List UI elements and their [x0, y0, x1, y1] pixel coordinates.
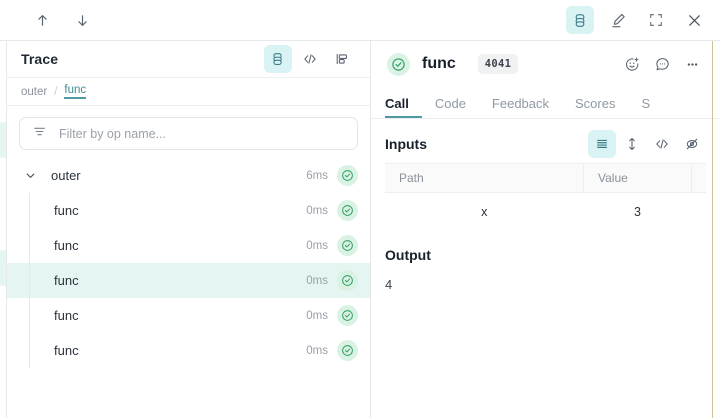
detail-tabs: Call Code Feedback Scores S [371, 87, 720, 119]
table-header-row: Path Value [385, 163, 706, 193]
arrow-down-icon[interactable] [68, 6, 96, 34]
tree-row-label: func [54, 308, 79, 323]
tree-row-label: func [54, 273, 79, 288]
status-success-icon [337, 200, 358, 221]
close-icon[interactable] [680, 6, 708, 34]
tree-row-duration: 0ms [306, 274, 328, 287]
code-icon[interactable] [296, 45, 324, 73]
chevron-down-icon[interactable] [19, 169, 41, 182]
breadcrumb: outer / func [7, 78, 370, 106]
trace-view-switcher [264, 45, 356, 73]
code-icon[interactable] [648, 130, 676, 158]
tree-row-label: outer [51, 168, 81, 183]
list-view-icon[interactable] [588, 130, 616, 158]
call-id-badge: 4041 [477, 54, 519, 74]
status-success-icon [387, 52, 410, 76]
tree-row-outer[interactable]: outer 6ms [7, 158, 370, 193]
inputs-title: Inputs [385, 136, 427, 152]
column-header-spacer [691, 163, 706, 193]
flamegraph-icon[interactable] [328, 45, 356, 73]
main-split: Trace [0, 41, 720, 418]
layers-icon[interactable] [264, 45, 292, 73]
indent-guide [29, 228, 30, 263]
trace-title: Trace [21, 51, 59, 67]
inputs-header: Inputs [385, 119, 706, 163]
breadcrumb-item-outer[interactable]: outer [21, 85, 48, 98]
hide-icon[interactable] [678, 130, 706, 158]
expand-icon[interactable] [642, 6, 670, 34]
layers-icon[interactable] [566, 6, 594, 34]
panel-right-edge [712, 41, 713, 418]
breadcrumb-separator: / [54, 85, 58, 98]
page-title: func [422, 55, 456, 72]
inputs-table: Path Value x 3 [385, 163, 706, 231]
tab-scores[interactable]: Scores [575, 96, 616, 111]
tree-row-duration: 6ms [306, 169, 328, 182]
trace-panel: Trace [7, 41, 371, 418]
cell-path: x [481, 205, 488, 219]
cell-spacer [692, 193, 707, 232]
breadcrumb-item-func[interactable]: func [64, 84, 87, 99]
trace-panel-header: Trace [7, 41, 370, 78]
tree-row-label: func [54, 343, 79, 358]
output-section: Output 4 [371, 231, 720, 292]
tree-row-func[interactable]: func 0ms [7, 193, 370, 228]
comment-icon[interactable] [648, 50, 676, 78]
tree-row-func[interactable]: func 0ms [7, 298, 370, 333]
status-success-icon [337, 340, 358, 361]
indent-guide [29, 298, 30, 333]
status-success-icon [337, 235, 358, 256]
toolbar-nav-group [6, 6, 96, 34]
inputs-section: Inputs [371, 119, 720, 231]
more-options-icon[interactable] [678, 50, 706, 78]
background-panel-sliver [0, 41, 7, 418]
filter-area [7, 106, 370, 158]
tree-row-duration: 0ms [306, 344, 328, 357]
table-row[interactable]: x 3 [385, 193, 706, 232]
tab-code[interactable]: Code [434, 96, 466, 111]
call-detail-panel: func 4041 [371, 41, 720, 418]
tab-feedback[interactable]: Feedback [491, 96, 550, 111]
inputs-view-switcher [588, 130, 706, 158]
search-input[interactable] [57, 125, 345, 142]
tab-call[interactable]: Call [385, 96, 422, 118]
status-success-icon [337, 305, 358, 326]
tree-row-label: func [54, 203, 79, 218]
tree-row-duration: 0ms [306, 239, 328, 252]
tree-row-func[interactable]: func 0ms [7, 333, 370, 368]
top-toolbar [0, 0, 720, 41]
cell-value: 3 [634, 205, 641, 219]
tree-row-duration: 0ms [306, 309, 328, 322]
toolbar-action-group [566, 6, 708, 34]
highlighter-pen-icon[interactable] [604, 6, 632, 34]
tree-row-label: func [54, 238, 79, 253]
output-value: 4 [385, 277, 393, 292]
status-success-icon [337, 270, 358, 291]
status-success-icon [337, 165, 358, 186]
column-header-value[interactable]: Value [583, 163, 692, 193]
column-header-path[interactable]: Path [385, 163, 584, 193]
indent-guide [29, 193, 30, 228]
tree-row-func-selected[interactable]: func 0ms [7, 263, 370, 298]
call-actions [618, 50, 706, 78]
filter-box[interactable] [19, 117, 358, 150]
add-reaction-icon[interactable] [618, 50, 646, 78]
output-title: Output [385, 247, 431, 263]
arrow-up-icon[interactable] [28, 6, 56, 34]
expand-rows-icon[interactable] [618, 130, 646, 158]
filter-icon [32, 124, 47, 144]
trace-tree: outer 6ms func 0ms [7, 158, 370, 418]
tree-row-func[interactable]: func 0ms [7, 228, 370, 263]
call-header: func 4041 [371, 41, 720, 87]
tree-row-duration: 0ms [306, 204, 328, 217]
tab-summary[interactable]: S [641, 96, 651, 111]
indent-guide [29, 263, 30, 298]
indent-guide [29, 333, 30, 368]
